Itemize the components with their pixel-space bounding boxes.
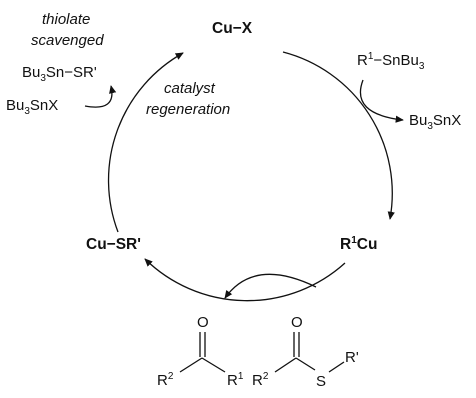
ketone-r2: R2 xyxy=(157,371,174,389)
ketone-r1: R1 xyxy=(227,371,244,389)
thiolate-line1: thiolate xyxy=(42,11,90,28)
tin-thiolate-product: Bu3Sn−SR' xyxy=(22,64,97,84)
species-r1cu: R1Cu xyxy=(340,235,377,253)
catalyst-note: catalyst regeneration xyxy=(146,80,230,118)
thioester-sulfur: S xyxy=(316,373,326,390)
arc-top-to-right xyxy=(282,51,395,220)
scavenging-side-arrow xyxy=(84,85,117,108)
tin-halide-product: Bu3SnX xyxy=(409,112,461,132)
catalyst-line1: catalyst xyxy=(164,80,216,97)
thioester-structure: O S R' R2 xyxy=(252,314,359,390)
species-cu-x: Cu−X xyxy=(212,20,253,37)
ketone-structure: O R2 R1 xyxy=(157,314,244,389)
thiolate-line2: scavenged xyxy=(31,32,104,49)
thioester-oxygen: O xyxy=(291,314,303,331)
transmetalation-side-arrow xyxy=(359,79,404,123)
coupling-bottom-arrow xyxy=(224,273,317,299)
species-cu-sr: Cu−SR' xyxy=(86,236,141,253)
catalyst-line2: regeneration xyxy=(146,101,230,118)
thioester-r-prime: R' xyxy=(345,349,359,366)
organostannane-reagent: R1−SnBu3 xyxy=(357,51,425,72)
arc-right-to-bottom-left xyxy=(144,258,346,302)
tin-halide-reagent: Bu3SnX xyxy=(6,97,58,117)
thioester-r2: R2 xyxy=(252,371,269,389)
ketone-oxygen: O xyxy=(197,314,209,331)
cu-sr-label: Cu−SR' xyxy=(86,236,141,253)
arc-left-to-top xyxy=(107,52,184,233)
cu-x-label: Cu−X xyxy=(212,20,253,37)
thiolate-note: thiolate scavenged xyxy=(31,11,104,49)
